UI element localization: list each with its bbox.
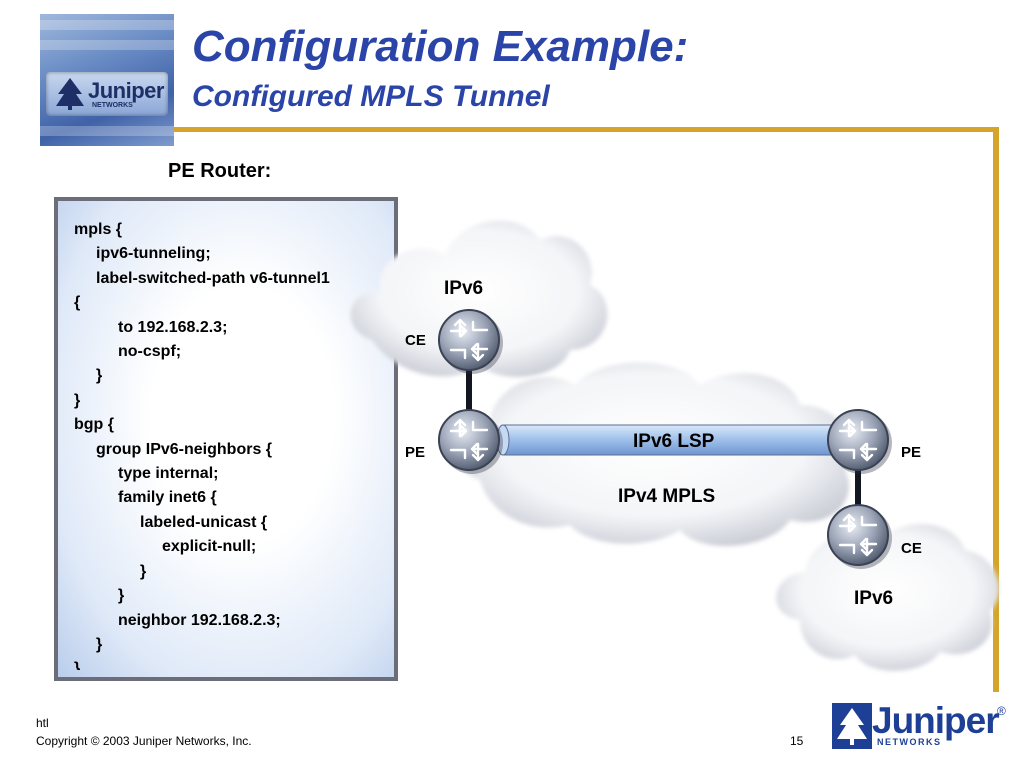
config-line: } xyxy=(96,367,103,385)
juniper-logo-word: Juniper xyxy=(872,700,1000,741)
cloud-label-ipv6-bottom: IPv6 xyxy=(854,588,893,609)
slide-subtitle: Configured MPLS Tunnel xyxy=(192,80,550,113)
cloud-ipv6-top xyxy=(350,220,608,377)
config-line: } xyxy=(140,562,147,580)
config-line: neighbor 192.168.2.3; xyxy=(118,611,281,629)
cloud-label-ipv4-mpls: IPv4 MPLS xyxy=(618,486,715,507)
juniper-logo-registered: ® xyxy=(997,704,1006,718)
router-label-ce-top: CE xyxy=(405,332,426,349)
config-line: no-cspf; xyxy=(118,343,182,361)
juniper-logo-tree-icon xyxy=(832,703,872,749)
config-code: mpls { ipv6-tunneling; label-switched-path… xyxy=(74,218,394,670)
gold-frame-right xyxy=(993,127,999,692)
router-label-pe-right: PE xyxy=(901,444,921,461)
tunnel-label: IPv6 LSP xyxy=(633,431,715,452)
router-label-pe-left: PE xyxy=(405,444,425,461)
config-line: type internal; xyxy=(118,465,219,483)
config-line: explicit-null; xyxy=(162,538,257,556)
config-line: to 192.168.2.3; xyxy=(118,318,228,336)
cloud-label-ipv6-top: IPv6 xyxy=(444,278,483,299)
juniper-tree-icon xyxy=(56,78,84,110)
section-label: PE Router: xyxy=(168,160,272,182)
config-line: } xyxy=(74,391,81,409)
footer-copyright: Copyright © 2003 Juniper Networks, Inc. xyxy=(36,734,252,748)
config-box xyxy=(54,197,398,681)
config-line: } xyxy=(74,660,81,670)
config-line: group IPv6-neighbors { xyxy=(96,440,273,458)
config-line: label-switched-path v6-tunnel1 xyxy=(96,269,330,287)
slide-title: Configuration Example: xyxy=(192,22,689,71)
juniper-logo-sub: NETWORKS xyxy=(877,737,942,747)
config-line: bgp { xyxy=(74,416,114,434)
config-line: } xyxy=(96,635,103,653)
config-line: ipv6-tunneling; xyxy=(96,245,211,263)
cloud-ipv6-bottom xyxy=(776,523,1000,671)
header-logo-image: Juniper NETWORKS xyxy=(40,14,174,146)
config-line: family inet6 { xyxy=(118,489,217,507)
config-line: { xyxy=(74,294,81,312)
router-label-ce-bottom: CE xyxy=(901,540,922,557)
header-logo-word: Juniper xyxy=(88,78,164,103)
gold-frame-top xyxy=(174,127,999,132)
config-line: mpls { xyxy=(74,221,123,238)
config-line: } xyxy=(118,587,125,605)
page-number: 15 xyxy=(790,734,804,748)
header-logo-sub: NETWORKS xyxy=(92,102,133,109)
config-line: labeled-unicast { xyxy=(140,513,268,531)
footer-htl: htl xyxy=(36,716,49,730)
